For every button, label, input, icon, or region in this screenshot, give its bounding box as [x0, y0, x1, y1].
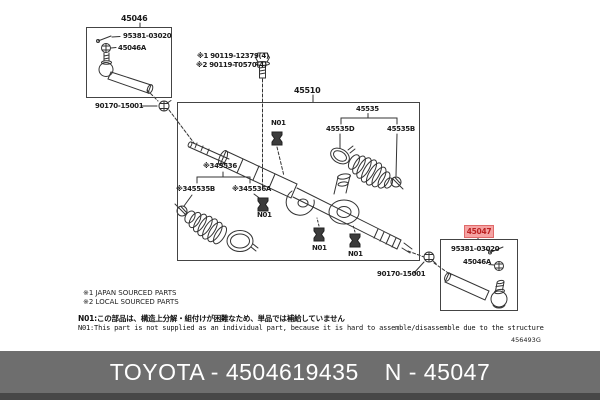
part-label-45535: 45535 [356, 105, 379, 113]
part-label-45535B: 45535B [387, 125, 415, 133]
box-45046 [86, 27, 172, 98]
bolt-art [256, 53, 270, 188]
bolt-note-2: ※2 90119-T0570(4) [196, 60, 267, 69]
n01-bushings-art [258, 132, 360, 247]
part-label-cotter-pin-right: 95381-03020 [451, 244, 500, 253]
part-label-45536A: ※345536A [232, 185, 272, 193]
part-label-castle-nut-right: 45046A [463, 258, 491, 266]
doc-number: 456493G [511, 336, 541, 344]
part-label-cotter-pin-left: 95381-03020 [123, 32, 172, 40]
part-label-lock-nut-left: 90170-15001 [95, 101, 144, 110]
steering-rack-art [187, 141, 424, 257]
footer-fig-number: N - 45047 [384, 358, 491, 385]
bolt-note-1: ※1 90119-12379(4) [197, 52, 269, 60]
part-label-lock-nut-right: 90170-15001 [377, 270, 426, 278]
highlighted-part-45047[interactable]: 45047 [464, 225, 494, 238]
lock-nut-left-art [141, 101, 194, 144]
part-label-45535D: 45535D [326, 125, 355, 133]
tie-rod-end-right-art [443, 247, 507, 308]
footer-text: TOYOTA - 4504619435 N - 45047 [0, 351, 600, 393]
legend-local-sourced: ※2 LOCAL SOURCED PARTS [83, 297, 179, 306]
diagram-line-art [0, 0, 600, 352]
part-label-45536: ※345536 [203, 162, 237, 170]
note-en: N01:This part is not supplied as an indi… [78, 323, 544, 332]
part-label-45046: 45046 [121, 14, 148, 23]
boot-right-art [328, 114, 403, 191]
box-45510-main [177, 102, 420, 261]
n01-label-top: N01 [271, 119, 286, 127]
n01-label-right: N01 [348, 250, 363, 258]
legend-japan-sourced: ※1 JAPAN SOURCED PARTS [83, 289, 177, 297]
box-45047 [440, 239, 518, 311]
footer-strip [0, 393, 600, 400]
n01-label-group: N01 [257, 211, 272, 219]
part-label-45510: 45510 [294, 86, 321, 95]
lock-nut-right-art [414, 252, 451, 275]
n01-label-center: N01 [312, 244, 327, 252]
part-label-castle-nut-left: 45046A [118, 43, 146, 52]
part-label-45535B-group: ※345535B [176, 185, 215, 193]
footer-part-number: TOYOTA - 4504619435 [109, 358, 359, 385]
footer-bar: TOYOTA - 4504619435 N - 45047 [0, 351, 600, 400]
note-jp: N01:この部品は、構造上分解・組付けが困難なため、単品では補給していません [78, 314, 345, 323]
tie-rod-end-left-art [97, 36, 159, 101]
